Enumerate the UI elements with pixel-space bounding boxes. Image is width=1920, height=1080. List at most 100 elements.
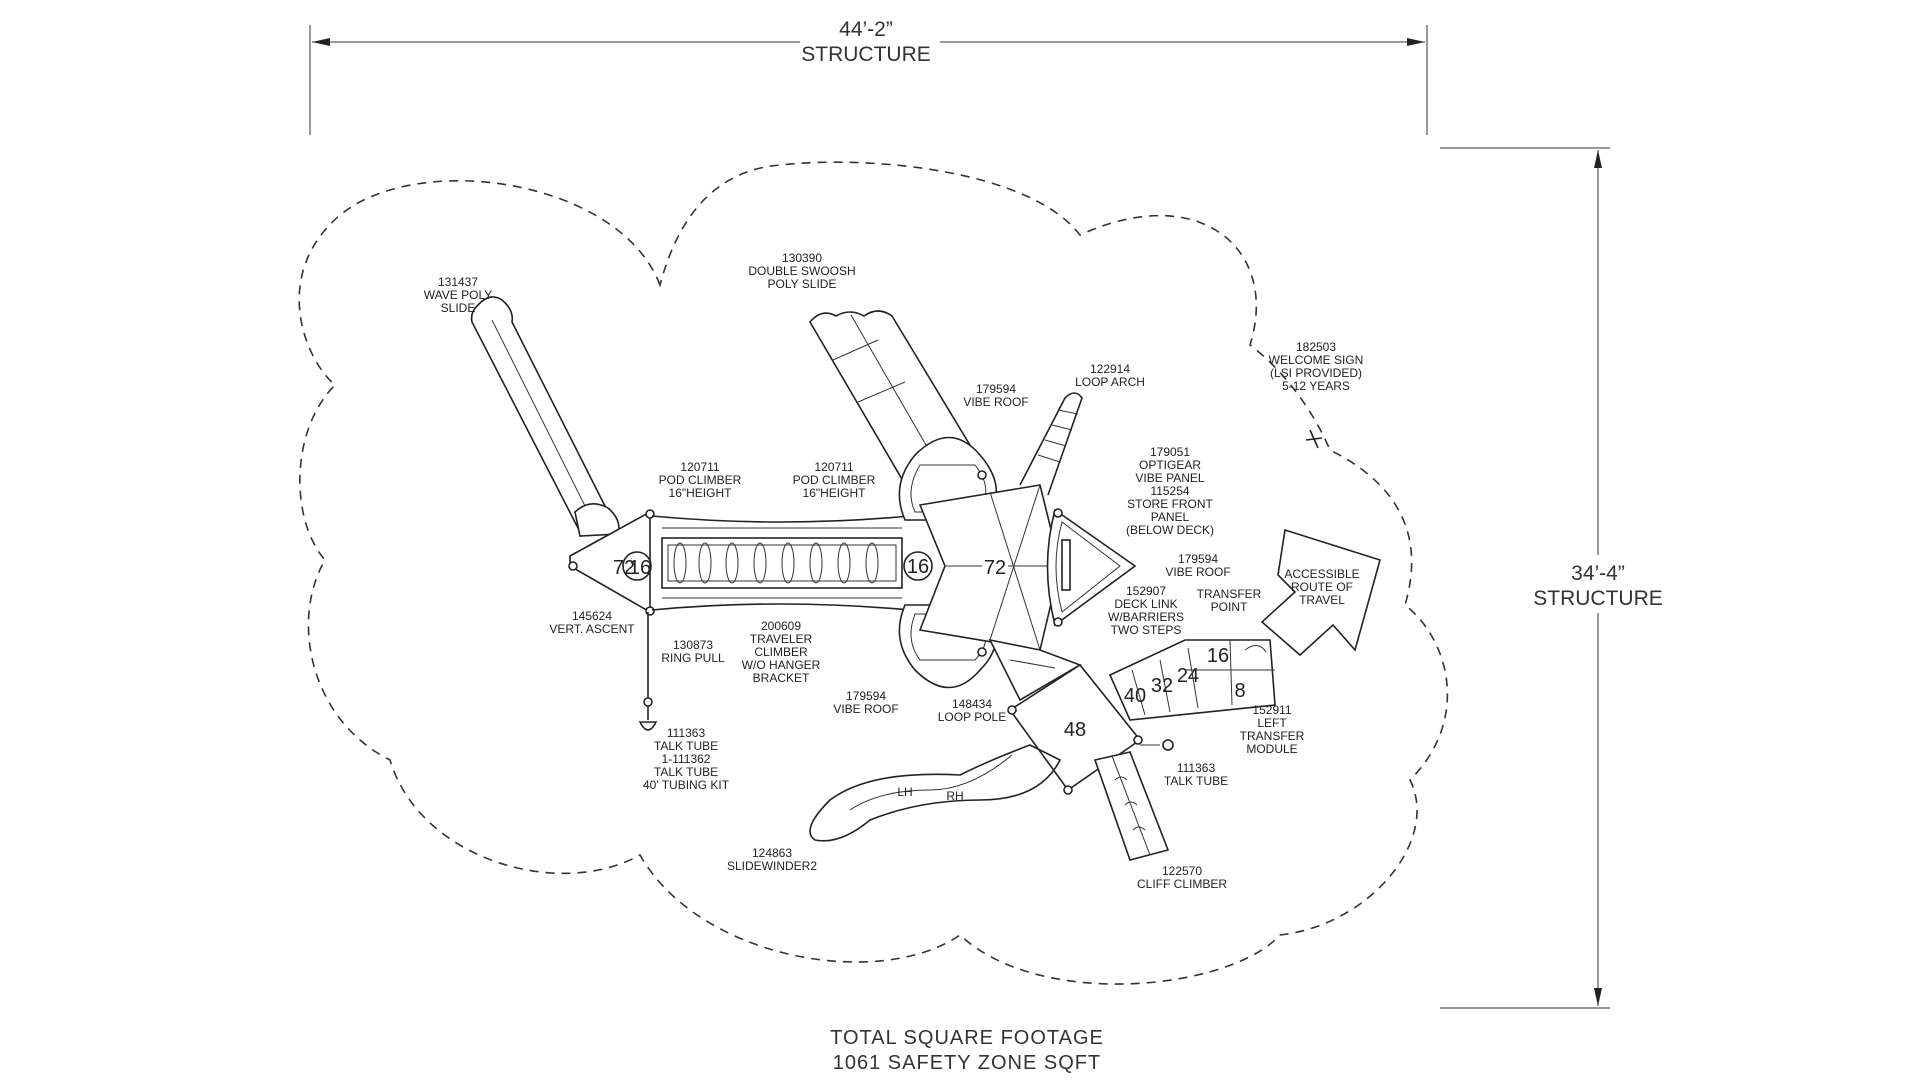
callout-labels: 131437 WAVE POLY SLIDE 130390 DOUBLE SWO… bbox=[424, 251, 1364, 891]
svg-text:WELCOME SIGN: WELCOME SIGN bbox=[1269, 353, 1364, 367]
svg-text:CLIFF CLIMBER: CLIFF CLIMBER bbox=[1137, 877, 1227, 891]
svg-text:W/BARRIERS: W/BARRIERS bbox=[1108, 610, 1184, 624]
label-accessible-route: ACCESSIBLE ROUTE OF TRAVEL bbox=[1284, 567, 1359, 607]
svg-text:VIBE PANEL: VIBE PANEL bbox=[1135, 471, 1204, 485]
svg-text:148434: 148434 bbox=[952, 697, 992, 711]
left-platform-small: 16 bbox=[629, 557, 651, 579]
label-vibe-roof-bottom: 179594 VIBE ROOF bbox=[833, 689, 898, 716]
svg-text:VIBE ROOF: VIBE ROOF bbox=[963, 395, 1028, 409]
svg-text:(BELOW DECK): (BELOW DECK) bbox=[1126, 523, 1214, 537]
svg-text:16"HEIGHT: 16"HEIGHT bbox=[669, 486, 733, 500]
safety-zone-outline bbox=[298, 161, 1449, 985]
label-vert-ascent: 145624 VERT. ASCENT bbox=[549, 609, 635, 636]
svg-text:POLY SLIDE: POLY SLIDE bbox=[768, 277, 837, 291]
label-traveler: 200609 TRAVELER CLIMBER W/O HANGER BRACK… bbox=[742, 619, 821, 685]
svg-text:VIBE ROOF: VIBE ROOF bbox=[833, 702, 898, 716]
svg-text:200609: 200609 bbox=[761, 619, 801, 633]
svg-text:STORE FRONT: STORE FRONT bbox=[1127, 497, 1213, 511]
svg-text:POD CLIMBER: POD CLIMBER bbox=[659, 473, 742, 487]
label-optigear: 179051 OPTIGEAR VIBE PANEL 115254 STORE … bbox=[1126, 445, 1214, 537]
label-double-swoosh: 130390 DOUBLE SWOOSH POLY SLIDE bbox=[748, 251, 855, 291]
svg-text:RING PULL: RING PULL bbox=[661, 651, 725, 665]
label-deck-link: 152907 DECK LINK W/BARRIERS TWO STEPS bbox=[1108, 584, 1184, 637]
svg-text:130390: 130390 bbox=[782, 251, 822, 265]
ring-pull-pole bbox=[638, 612, 658, 731]
svg-text:MODULE: MODULE bbox=[1246, 742, 1297, 756]
svg-text:1-111362: 1-111362 bbox=[662, 752, 711, 766]
svg-text:BRACKET: BRACKET bbox=[753, 671, 810, 685]
pod-climber-bridge bbox=[651, 515, 911, 611]
footer-line-1: TOTAL SQUARE FOOTAGE bbox=[830, 1027, 1104, 1049]
slide-rh-label: RH bbox=[946, 789, 963, 803]
svg-text:TRAVEL: TRAVEL bbox=[1299, 593, 1345, 607]
svg-text:CLIMBER: CLIMBER bbox=[754, 645, 808, 659]
height-value: 34’-4” bbox=[1571, 562, 1625, 585]
svg-text:LOOP POLE: LOOP POLE bbox=[938, 710, 1006, 724]
svg-text:TRANSFER: TRANSFER bbox=[1240, 729, 1305, 743]
slide-lh-label: LH bbox=[897, 785, 912, 799]
label-loop-pole: 148434 LOOP POLE bbox=[938, 697, 1006, 724]
transfer-8: 8 bbox=[1234, 680, 1245, 702]
pod-discs bbox=[673, 542, 879, 584]
svg-text:LEFT: LEFT bbox=[1257, 716, 1287, 730]
svg-text:LOOP ARCH: LOOP ARCH bbox=[1075, 375, 1145, 389]
svg-text:152907: 152907 bbox=[1126, 584, 1166, 598]
left-platform: 72 16 bbox=[568, 509, 655, 616]
width-value: 44’-2” bbox=[839, 18, 893, 41]
svg-text:122914: 122914 bbox=[1090, 362, 1130, 376]
loop-arch bbox=[1019, 392, 1083, 496]
svg-text:TRANSFER: TRANSFER bbox=[1197, 587, 1262, 601]
label-slidewinder: 124863 SLIDEWINDER2 bbox=[727, 846, 817, 873]
svg-text:179594: 179594 bbox=[1178, 552, 1218, 566]
svg-text:POD CLIMBER: POD CLIMBER bbox=[793, 473, 876, 487]
label-loop-arch: 122914 LOOP ARCH bbox=[1075, 362, 1145, 389]
width-dimension: 44’-2” STRUCTURE bbox=[309, 12, 1428, 135]
optigear-deck bbox=[1046, 508, 1137, 627]
cliff-climber bbox=[1093, 751, 1170, 861]
step-24: 24 bbox=[1177, 665, 1199, 687]
svg-text:131437: 131437 bbox=[438, 275, 478, 289]
step-40: 40 bbox=[1124, 685, 1146, 707]
svg-text:TWO STEPS: TWO STEPS bbox=[1111, 623, 1182, 637]
mid-connector-height: 16 bbox=[907, 556, 929, 578]
label-vibe-roof-right: 179594 VIBE ROOF bbox=[1165, 552, 1230, 579]
svg-text:152911: 152911 bbox=[1252, 703, 1291, 717]
height-dimension: 34’-4” STRUCTURE bbox=[1440, 147, 1670, 1009]
svg-text:W/O HANGER: W/O HANGER bbox=[742, 658, 821, 672]
step-32: 32 bbox=[1151, 675, 1173, 697]
svg-text:VIBE ROOF: VIBE ROOF bbox=[1165, 565, 1230, 579]
accessible-route-arrow[interactable] bbox=[1260, 528, 1381, 657]
label-ring-pull: 130873 RING PULL bbox=[661, 638, 725, 665]
center-deck-height: 72 bbox=[984, 557, 1006, 579]
svg-text:PANEL: PANEL bbox=[1151, 510, 1190, 524]
svg-text:120711: 120711 bbox=[680, 460, 719, 474]
lower-deck-height: 48 bbox=[1064, 719, 1086, 741]
slidewinder-slide: LH RH bbox=[809, 744, 1062, 842]
svg-text:120711: 120711 bbox=[814, 460, 853, 474]
svg-text:111363: 111363 bbox=[1177, 761, 1216, 775]
svg-text:179594: 179594 bbox=[846, 689, 886, 703]
footer-line-2: 1061 SAFETY ZONE SQFT bbox=[833, 1052, 1101, 1074]
label-left-transfer: 152911 LEFT TRANSFER MODULE bbox=[1240, 703, 1305, 756]
svg-text:TALK TUBE: TALK TUBE bbox=[1164, 774, 1228, 788]
svg-text:DECK LINK: DECK LINK bbox=[1114, 597, 1177, 611]
svg-text:SLIDE: SLIDE bbox=[441, 301, 476, 315]
svg-text:16"HEIGHT: 16"HEIGHT bbox=[803, 486, 867, 500]
square-footage-note: TOTAL SQUARE FOOTAGE 1061 SAFETY ZONE SQ… bbox=[830, 1027, 1104, 1074]
width-label: STRUCTURE bbox=[801, 43, 931, 66]
label-wave-poly-slide: 131437 WAVE POLY SLIDE bbox=[424, 275, 492, 315]
welcome-sign bbox=[1305, 429, 1323, 449]
label-transfer-point: TRANSFER POINT bbox=[1197, 587, 1262, 614]
label-pod-climber-right: 120711 POD CLIMBER 16"HEIGHT bbox=[793, 460, 876, 500]
svg-text:124863: 124863 bbox=[752, 846, 792, 860]
svg-text:SLIDEWINDER2: SLIDEWINDER2 bbox=[727, 859, 817, 873]
height-label: STRUCTURE bbox=[1533, 587, 1663, 610]
mid-connector: 16 bbox=[903, 511, 933, 616]
label-cliff-climber: 122570 CLIFF CLIMBER bbox=[1137, 864, 1227, 891]
svg-text:POINT: POINT bbox=[1211, 600, 1248, 614]
transfer-16: 16 bbox=[1207, 645, 1229, 667]
wave-poly-slide bbox=[470, 296, 620, 537]
svg-text:179594: 179594 bbox=[976, 382, 1016, 396]
svg-text:179051: 179051 bbox=[1150, 445, 1190, 459]
